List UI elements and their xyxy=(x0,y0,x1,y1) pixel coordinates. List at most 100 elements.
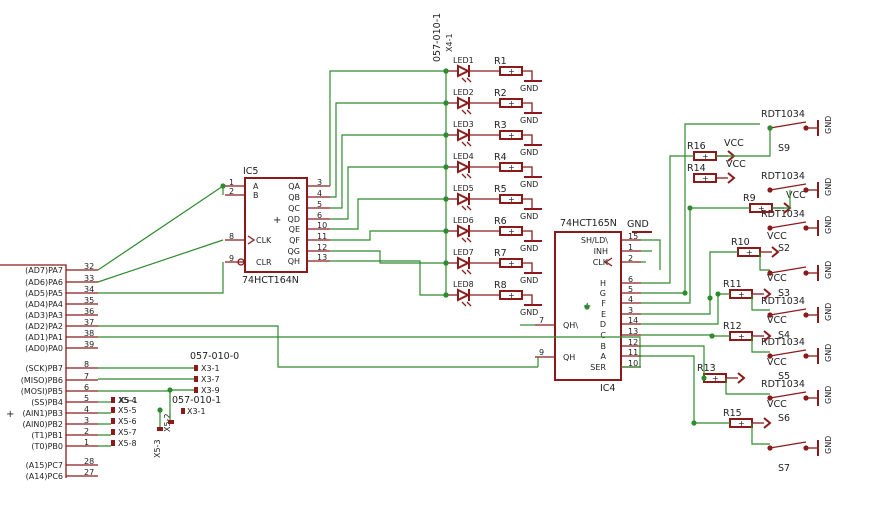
ic4-input-label: D xyxy=(600,320,606,329)
signal-wire xyxy=(641,123,760,294)
ic5-output-pin: 12 xyxy=(317,243,327,252)
vcc-label: VCC xyxy=(786,190,806,201)
x3-pin-contact xyxy=(194,365,198,371)
switch-resistor-mark: + xyxy=(738,419,745,428)
led-resistor-label: R2 xyxy=(494,88,507,99)
ic4-input-pin: 13 xyxy=(628,327,638,336)
ic4-input-pin: 3 xyxy=(628,306,633,315)
ic4-gnd-label: GND xyxy=(627,219,649,230)
wire-junction xyxy=(767,125,773,131)
x5-header-label: 057-010-1 xyxy=(172,395,221,406)
led-gnd-label: GND xyxy=(520,116,538,125)
wire-junction xyxy=(220,183,226,189)
switch-contact xyxy=(767,187,773,193)
led-resistor-label: R4 xyxy=(494,152,507,163)
led-gnd-lead xyxy=(522,230,533,241)
led-diode-icon xyxy=(457,256,471,270)
switch-gnd-label: GND xyxy=(824,303,833,321)
mcu-pin-number: 6 xyxy=(84,383,89,392)
vcc-label: VCC xyxy=(726,159,746,170)
mcu-pin-label: (AD4)PA4 xyxy=(25,300,63,309)
led-resistor-mark: + xyxy=(508,195,515,204)
connector-block: 057-010-0 057-010-1 X3-1X3-7X3-9X5-4X5-5… xyxy=(111,351,239,458)
mcu-pin-number: 28 xyxy=(84,457,94,466)
ic4-input-label: C xyxy=(600,331,606,340)
signal-wire xyxy=(98,389,194,392)
mcu-pin-number: 34 xyxy=(84,285,94,294)
x5-pin-label: X5-8 xyxy=(118,439,137,448)
led-gnd-lead xyxy=(522,166,533,177)
ic4-input-pin: 6 xyxy=(628,275,633,284)
wire-junction xyxy=(443,196,449,202)
mcu-pin-label: (SCK)PB7 xyxy=(25,364,63,373)
mcu-pin-number: 2 xyxy=(84,427,89,436)
switch-resistor-label: R14 xyxy=(687,163,706,174)
wire-junction xyxy=(443,292,449,298)
ic4-body xyxy=(554,231,622,381)
signal-wire xyxy=(97,185,224,271)
led-emission-icon xyxy=(461,237,472,243)
wire-junction xyxy=(443,260,449,266)
ic5-input-pin: 8 xyxy=(229,232,234,241)
led-resistor-mark: + xyxy=(508,227,515,236)
signal-wire xyxy=(641,239,661,270)
signal-wire xyxy=(641,155,694,284)
signal-wire xyxy=(330,102,446,198)
switch-gnd-label: GND xyxy=(824,386,833,404)
ic4-part: 74HCT165N xyxy=(560,218,617,229)
led-resistor-label: R7 xyxy=(494,248,507,259)
led-label: LED3 xyxy=(453,120,474,129)
led-gnd-lead xyxy=(522,262,533,273)
led-diode-icon xyxy=(457,288,471,302)
switch-gnd-label: GND xyxy=(824,344,833,362)
mcu-pin-number: 36 xyxy=(84,307,94,316)
signal-wire xyxy=(329,70,446,186)
ic4-input-label: SER xyxy=(590,363,606,372)
ic5-output-pin: 5 xyxy=(317,200,322,209)
x5-pin-label: X5-6 xyxy=(118,417,137,426)
switch-lever xyxy=(769,266,807,274)
led-resistor-label: R3 xyxy=(494,120,507,131)
led-resistor-mark: + xyxy=(508,67,515,76)
led-gnd-label: GND xyxy=(520,212,538,221)
led-emission-icon xyxy=(461,269,472,275)
signal-wire xyxy=(725,378,770,395)
led-gnd-label: GND xyxy=(520,84,538,93)
led-label: LED6 xyxy=(453,216,474,225)
mcu-pin-number: 38 xyxy=(84,329,94,338)
led-emission-icon xyxy=(461,109,472,115)
led-label: LED8 xyxy=(453,280,474,289)
switch-part-label: RDT1034 xyxy=(761,337,805,348)
x5-pin-contact xyxy=(111,397,115,403)
led-label: LED2 xyxy=(453,88,474,97)
mcu-pin-number: 39 xyxy=(84,340,94,349)
vcc-label: VCC xyxy=(767,231,787,242)
switch-resistor-label: R10 xyxy=(731,237,750,248)
signal-wire xyxy=(641,207,750,304)
switch-name: S2 xyxy=(778,243,790,254)
ic5-output-label: QE xyxy=(289,225,300,234)
ic4-output-label: QH xyxy=(563,353,575,362)
switch-contact xyxy=(767,445,773,451)
ic4-input-label: E xyxy=(601,310,606,319)
x3-pin-label: X3-9 xyxy=(201,386,220,395)
mcu-body xyxy=(0,264,67,478)
mcu-pin-number: 27 xyxy=(84,468,94,477)
switch-part-label: RDT1034 xyxy=(761,109,805,120)
signal-wire xyxy=(98,412,111,447)
switch-contact xyxy=(767,270,773,276)
ic4-control-pin: 2 xyxy=(628,254,633,263)
switch-contact xyxy=(767,225,773,231)
ic4-name: IC4 xyxy=(600,383,615,394)
ic5-origin-marker: + xyxy=(273,215,281,226)
switch-gnd-label: GND xyxy=(824,178,833,196)
switch-contact xyxy=(767,353,773,359)
mcu-origin-marker: + xyxy=(6,409,14,420)
led-diode-icon xyxy=(457,128,471,142)
ic5-output-label: QH xyxy=(288,257,300,266)
switch-gnd-label: GND xyxy=(824,216,833,234)
led-gnd-label: GND xyxy=(520,148,538,157)
